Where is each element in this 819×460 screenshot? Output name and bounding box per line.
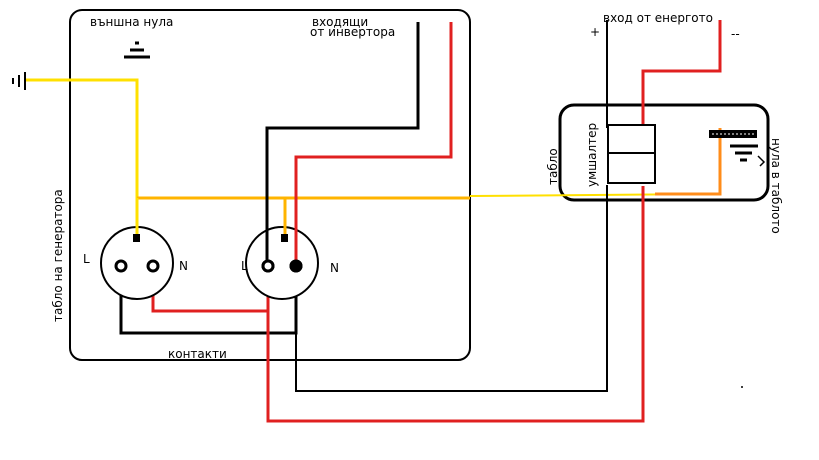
label-incoming-line2: от инвертора xyxy=(310,25,395,39)
label-minus: -- xyxy=(731,27,740,41)
label-generator-panel: табло на генератора xyxy=(51,189,65,322)
external-neutral-icon xyxy=(124,41,150,59)
label-panel: табло xyxy=(546,148,560,185)
stray-dot xyxy=(741,386,743,388)
socket-link-black xyxy=(119,266,298,335)
generator-panel-box xyxy=(69,9,471,361)
label-socket2-N: N xyxy=(330,261,339,275)
inverter-red-wire xyxy=(294,22,453,268)
ground-icon xyxy=(12,72,26,90)
label-socket1-L: L xyxy=(83,252,90,266)
label-incoming-line1: входящи xyxy=(312,15,368,29)
inverter-black-wire xyxy=(265,22,420,262)
label-grid-input: вход от енергото xyxy=(603,11,713,25)
ground-wire-outer xyxy=(25,78,139,240)
panel-neutral-wire xyxy=(655,128,722,196)
socket-1-ground-top xyxy=(133,234,140,242)
switch-black-wire xyxy=(295,185,608,392)
label-socket2-L: L xyxy=(241,259,248,273)
label-plus: + xyxy=(590,25,600,39)
label-switch: умшалтер xyxy=(585,123,599,187)
neutral-bar-icon xyxy=(709,130,766,167)
socket-2-pin-L-top xyxy=(261,259,275,273)
socket-1-pin-L xyxy=(114,259,128,273)
grid-panel-box xyxy=(558,103,770,202)
switch-red-wire xyxy=(266,186,645,423)
label-socket1-N: N xyxy=(179,259,188,273)
label-contacts: контакти xyxy=(168,347,227,361)
grid-red-wire xyxy=(641,20,722,128)
socket-1-pin-N xyxy=(146,259,160,273)
label-neutral-in-panel: нула в таблото xyxy=(769,138,783,234)
label-external-neutral: външна нула xyxy=(90,15,173,29)
socket-2-ground-top xyxy=(281,234,288,242)
socket-1 xyxy=(100,226,174,300)
socket-2-pin-N-top xyxy=(289,259,303,273)
